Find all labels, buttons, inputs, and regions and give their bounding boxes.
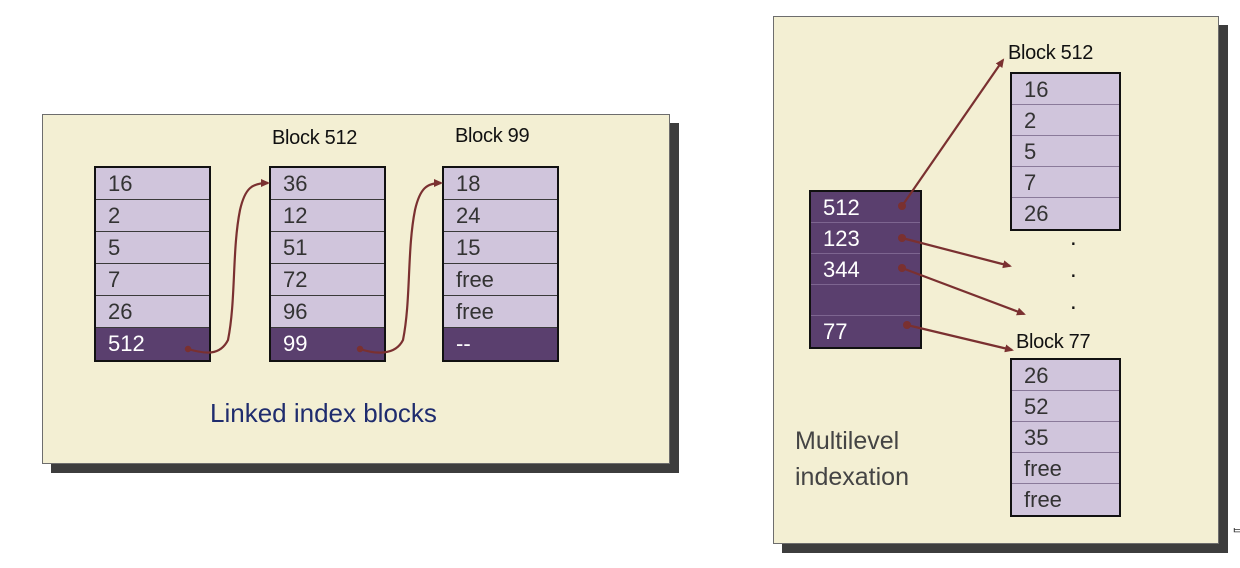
- index-block-99: 18 24 15 free free --: [442, 166, 559, 362]
- index-cell: 77: [811, 316, 920, 347]
- linked-caption: Linked index blocks: [210, 398, 437, 428]
- data-cell: 2: [1012, 105, 1119, 136]
- data-cell: 5: [1012, 136, 1119, 167]
- index-cell: [811, 285, 920, 316]
- link-pointer-cell: 512: [96, 328, 209, 360]
- index-cell: 18: [444, 168, 557, 200]
- pointer-dot: [903, 321, 911, 329]
- index-cell: 123: [811, 223, 920, 254]
- block-512-label-right: Block 512: [1008, 42, 1094, 64]
- block-99-label: Block 99: [455, 125, 530, 147]
- link-arrow-512: [187, 179, 270, 354]
- data-cell: 52: [1012, 391, 1119, 422]
- index-block-first: 16 2 5 7 26 512: [94, 166, 211, 362]
- index-block-512: 36 12 51 72 96 99: [269, 166, 386, 362]
- index-cell: free: [444, 296, 557, 328]
- data-cell: 26: [1012, 360, 1119, 391]
- block-77-label: Block 77: [1016, 331, 1091, 353]
- pointer-dot: [898, 234, 906, 242]
- multilevel-caption: Multilevel indexation: [795, 423, 995, 495]
- data-cell: free: [1024, 487, 1062, 512]
- index-cell: 12: [271, 200, 384, 232]
- data-cell: 35: [1012, 422, 1119, 453]
- index-cell: 72: [271, 264, 384, 296]
- index-cell: 36: [271, 168, 384, 200]
- index-cell: 15: [444, 232, 557, 264]
- pointer-dot: [184, 345, 192, 353]
- data-cell: 16: [1012, 74, 1119, 105]
- multilevel-caption-line2: indexation: [795, 463, 909, 491]
- block-512-label: Block 512: [272, 127, 358, 149]
- data-block-512: 16 2 5 7 26: [1010, 72, 1121, 231]
- pointer-arrow-123: [901, 236, 1012, 269]
- data-cell: free: [1012, 453, 1119, 484]
- pointer-dot: [356, 345, 364, 353]
- data-cell: 26: [1024, 201, 1049, 226]
- data-block-77: 26 52 35 free free: [1010, 358, 1121, 517]
- pointer-arrow-512: [901, 58, 1005, 207]
- index-cell: 24: [444, 200, 557, 232]
- index-cell: free: [444, 264, 557, 296]
- pointer-dot: [898, 264, 906, 272]
- link-pointer-cell: --: [444, 328, 557, 360]
- index-cell: 26: [96, 296, 209, 328]
- edge-mark: ᄇ: [1232, 526, 1240, 540]
- ellipsis-dot: .: [1070, 256, 1077, 283]
- data-cell: 7: [1012, 167, 1119, 198]
- multilevel-caption-line1: Multilevel: [795, 427, 900, 455]
- index-cell: 96: [271, 296, 384, 328]
- ellipsis-dot: .: [1070, 288, 1077, 315]
- link-arrow-99: [359, 179, 443, 354]
- multilevel-index-block: 512 123 344 77: [809, 190, 922, 349]
- pointer-arrow-77: [906, 323, 1014, 353]
- index-cell: 2: [96, 200, 209, 232]
- index-cell: 5: [96, 232, 209, 264]
- link-pointer-cell: 99: [271, 328, 384, 360]
- index-cell: 512: [811, 192, 920, 223]
- ellipsis-dot: .: [1070, 224, 1077, 251]
- pointer-arrow-344: [901, 266, 1026, 316]
- pointer-dot: [898, 202, 906, 210]
- index-cell: 51: [271, 232, 384, 264]
- index-cell: 16: [96, 168, 209, 200]
- index-cell: 7: [96, 264, 209, 296]
